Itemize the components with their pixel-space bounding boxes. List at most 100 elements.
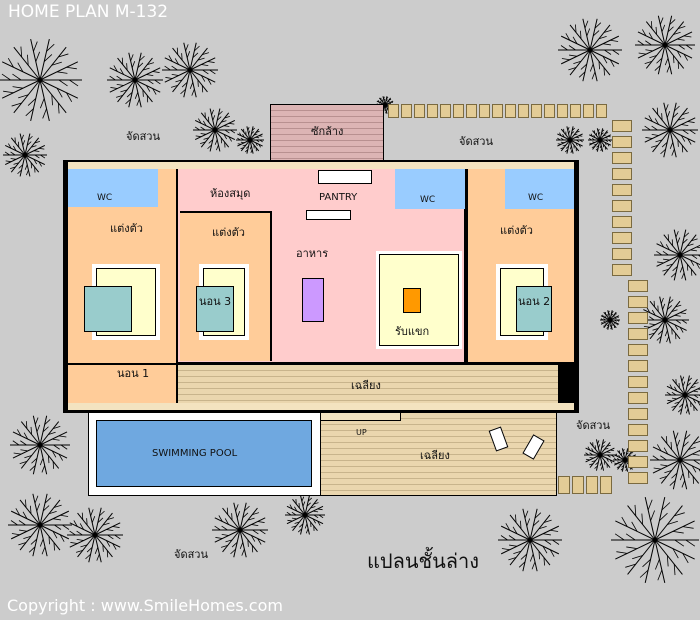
stepping-stone xyxy=(479,104,490,118)
stepping-stone xyxy=(596,104,607,118)
tree-icon xyxy=(588,128,612,152)
swimming-pool xyxy=(96,420,312,487)
dining-label: อาหาร xyxy=(296,247,329,260)
stepping-stone xyxy=(628,456,648,468)
stepping-stone xyxy=(628,312,648,324)
stepping-stone xyxy=(558,476,570,494)
tree-icon xyxy=(0,38,82,122)
bedroom-1-label: นอน 1 xyxy=(117,367,150,380)
laundry-label: ซักล้าง xyxy=(311,125,344,138)
tree-icon xyxy=(654,229,700,281)
stepping-stone xyxy=(628,360,648,372)
stepping-stone xyxy=(492,104,503,118)
tree-icon xyxy=(642,102,698,158)
wall xyxy=(68,363,178,365)
bedroom-3 xyxy=(180,211,272,361)
plan-code-title: HOME PLAN M-132 xyxy=(8,2,169,22)
stepping-stone xyxy=(518,104,529,118)
stepping-stone xyxy=(572,476,584,494)
laundry-area xyxy=(270,104,384,162)
pantry-label: PANTRY xyxy=(319,192,358,203)
tree-icon xyxy=(3,133,47,177)
tree-icon xyxy=(10,415,70,475)
porch-label: เฉลียง xyxy=(351,379,381,392)
garden-label: จัดสวน xyxy=(576,419,610,432)
stepping-stone xyxy=(544,104,555,118)
stepping-stone xyxy=(401,104,412,118)
stepping-stone xyxy=(583,104,594,118)
stepping-stone xyxy=(612,232,632,244)
deck xyxy=(320,412,557,496)
stepping-stone xyxy=(628,328,648,340)
wc-2 xyxy=(395,169,465,209)
stepping-stone xyxy=(612,184,632,196)
dressing-1-label: แต่งตัว xyxy=(110,222,143,235)
garden-label: จัดสวน xyxy=(459,135,493,148)
tree-icon xyxy=(162,42,218,98)
wc-1 xyxy=(68,169,158,207)
stepping-stone xyxy=(612,120,632,132)
stepping-stone xyxy=(628,376,648,388)
copyright: Copyright : www.SmileHomes.com xyxy=(7,596,283,615)
stepping-stone xyxy=(628,344,648,356)
stepping-stone xyxy=(628,296,648,308)
dining-table xyxy=(302,278,324,322)
eave-bottom xyxy=(68,403,574,410)
stepping-stone xyxy=(453,104,464,118)
living-label: รับแขก xyxy=(395,325,430,338)
porch xyxy=(178,363,558,403)
stepping-stone xyxy=(612,200,632,212)
stepping-stone xyxy=(612,216,632,228)
tree-icon xyxy=(635,15,695,75)
stepping-stone xyxy=(600,476,612,494)
blanket-1 xyxy=(84,286,132,332)
tree-icon xyxy=(558,18,622,82)
tree-icon xyxy=(498,508,562,572)
blanket-3 xyxy=(196,286,234,332)
stepping-stone xyxy=(612,152,632,164)
tree-icon xyxy=(193,108,237,152)
tree-icon xyxy=(556,126,584,154)
garden-label: จัดสวน xyxy=(126,130,160,143)
blanket-2 xyxy=(516,286,552,332)
tree-icon xyxy=(665,375,700,415)
garden-label: จัดสวน xyxy=(174,548,208,561)
stepping-stone xyxy=(505,104,516,118)
stepping-stone xyxy=(586,476,598,494)
tree-icon xyxy=(67,507,123,563)
tree-icon xyxy=(584,439,616,471)
stepping-stone xyxy=(388,104,399,118)
wc-3 xyxy=(505,169,574,209)
tree-icon xyxy=(650,430,700,490)
pantry-island xyxy=(306,210,351,220)
dressing-2-label: แต่งตัว xyxy=(500,224,533,237)
tree-icon xyxy=(236,126,264,154)
stepping-stone xyxy=(557,104,568,118)
stepping-stone xyxy=(612,136,632,148)
stepping-stone xyxy=(440,104,451,118)
stepping-stone xyxy=(466,104,477,118)
plan-title: แปลนชั้นล่าง xyxy=(367,549,480,573)
step xyxy=(320,412,401,421)
tree-icon xyxy=(8,493,72,557)
stepping-stone xyxy=(427,104,438,118)
tree-icon xyxy=(600,310,620,330)
stepping-stone xyxy=(628,472,648,484)
stepping-stone xyxy=(628,280,648,292)
wc-1-label: WC xyxy=(97,193,113,203)
stepping-stone xyxy=(612,264,632,276)
stepping-stone xyxy=(628,408,648,420)
stepping-stone xyxy=(570,104,581,118)
up-label: UP xyxy=(356,428,367,437)
stepping-stone xyxy=(414,104,425,118)
stepping-stone xyxy=(612,168,632,180)
library-label: ห้องสมุด xyxy=(210,187,251,200)
tree-icon xyxy=(285,495,325,535)
kitchen-counter xyxy=(318,170,372,184)
bedroom-3-label: นอน 3 xyxy=(199,295,232,308)
pool-label: SWIMMING POOL xyxy=(152,448,238,459)
tree-icon xyxy=(212,502,268,558)
wc-2-label: WC xyxy=(420,195,436,205)
wc-3-label: WC xyxy=(528,193,544,203)
